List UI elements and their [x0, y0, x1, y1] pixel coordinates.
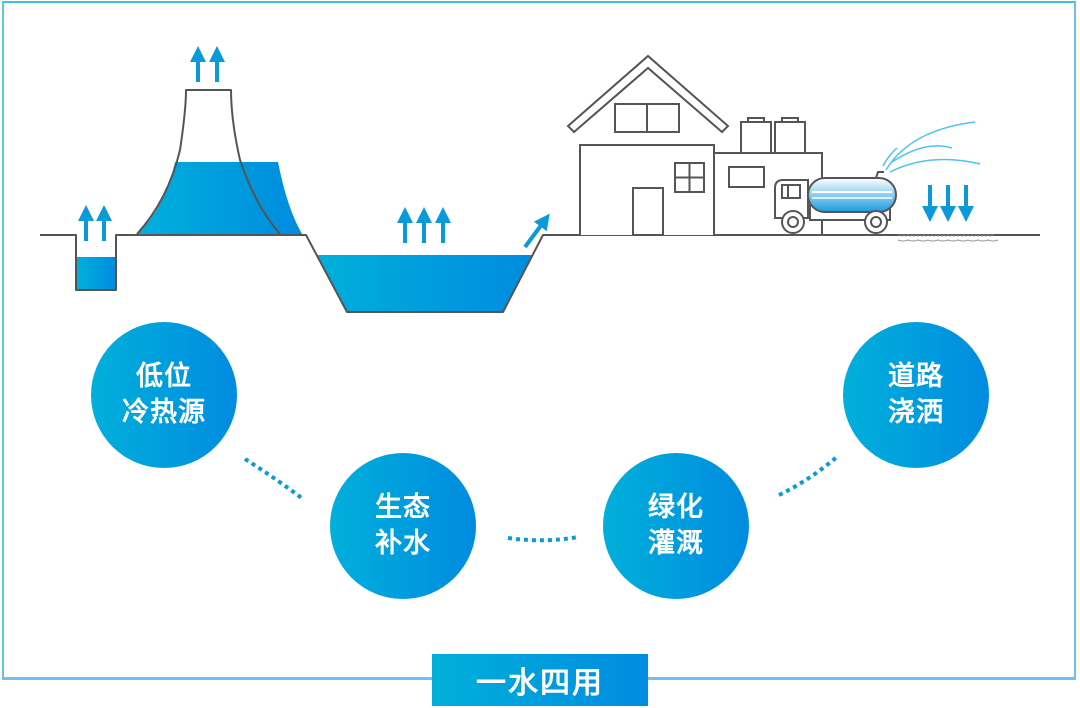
use-ecological-replenishment: 生态 补水: [330, 453, 476, 599]
connector-1-2: [243, 457, 305, 501]
use-label-line2: 补水: [375, 528, 431, 559]
water-tanker-truck-icon: [774, 171, 897, 234]
diagram-title: 一水四用: [432, 654, 648, 706]
dotted-connectors: [243, 454, 840, 543]
use-green-irrigation: 绿化 灌溉: [603, 453, 749, 599]
connector-3-4: [778, 454, 840, 497]
use-label-line2: 浇洒: [888, 397, 944, 428]
use-label-line1: 低位: [136, 361, 192, 392]
connector-2-3: [507, 535, 579, 543]
arrow-diagonal-icon: [523, 213, 550, 249]
use-label-line1: 生态: [375, 492, 431, 523]
use-label-line1: 绿化: [648, 492, 704, 523]
use-road-sprinkling: 道路 浇洒: [843, 322, 989, 468]
sump-water: [77, 257, 116, 290]
use-label-line1: 道路: [888, 361, 944, 392]
evaporation-arrows: [78, 46, 550, 249]
pond-water: [317, 255, 533, 312]
cooling-tower-water: [137, 162, 302, 234]
use-label-line2: 冷热源: [122, 397, 206, 428]
irrigation-arrows: [922, 185, 974, 222]
ground-outline: [40, 89, 1040, 313]
water-spray-icon: [882, 121, 981, 173]
grass-icon: [897, 234, 999, 242]
diagram-title-text: 一水四用: [476, 666, 604, 701]
use-label-line2: 灌溉: [648, 528, 704, 559]
use-low-level-heat-source: 低位 冷热源: [91, 322, 237, 468]
